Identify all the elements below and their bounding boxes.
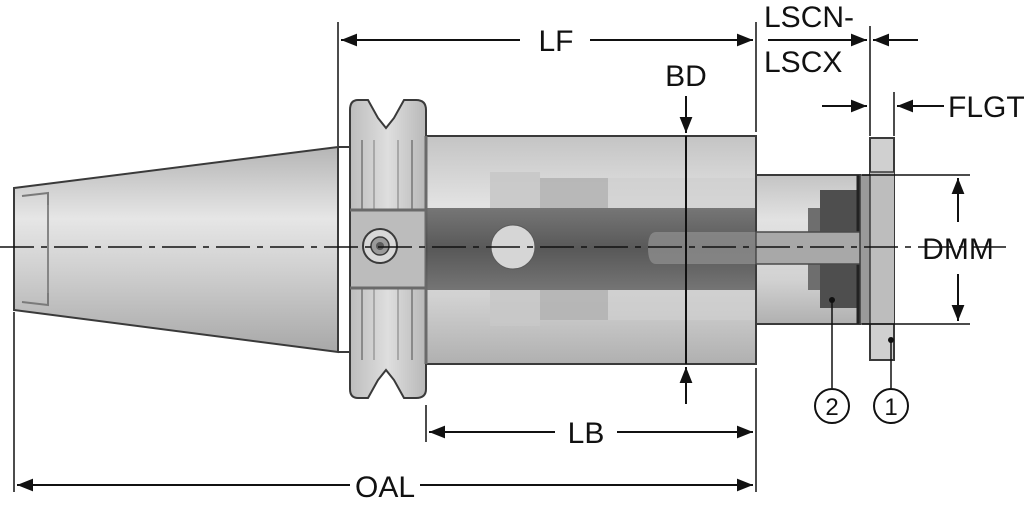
lock-screw <box>648 231 893 265</box>
dimension-oal: OAL <box>17 471 753 504</box>
callout-2: 2 <box>814 297 850 424</box>
drive-key-screw-icon <box>362 228 398 264</box>
label-lf: LF <box>538 25 573 58</box>
callout-1: 1 <box>873 337 909 424</box>
label-bd: BD <box>665 60 707 93</box>
label-dmm: DMM <box>922 233 994 266</box>
dimension-flgt: FLGT <box>822 91 1024 124</box>
dimension-lf: LF <box>341 25 753 58</box>
dimension-lscn-lscx: LSCN- LSCX <box>764 1 918 79</box>
cutter-seat-flange <box>859 137 895 361</box>
dimension-lb: LB <box>429 417 753 450</box>
label-lscx: LSCX <box>764 46 842 79</box>
taper-shank <box>13 145 350 354</box>
dimension-bd: BD <box>665 60 707 404</box>
label-oal: OAL <box>355 471 415 502</box>
extension-lines <box>13 22 970 492</box>
label-flgt: FLGT <box>948 91 1024 124</box>
callout-2-label: 2 <box>825 394 838 421</box>
label-lscn: LSCN- <box>764 1 854 34</box>
label-lb: LB <box>568 417 605 450</box>
dimension-dmm: DMM <box>922 178 994 321</box>
callout-1-label: 1 <box>884 394 897 421</box>
